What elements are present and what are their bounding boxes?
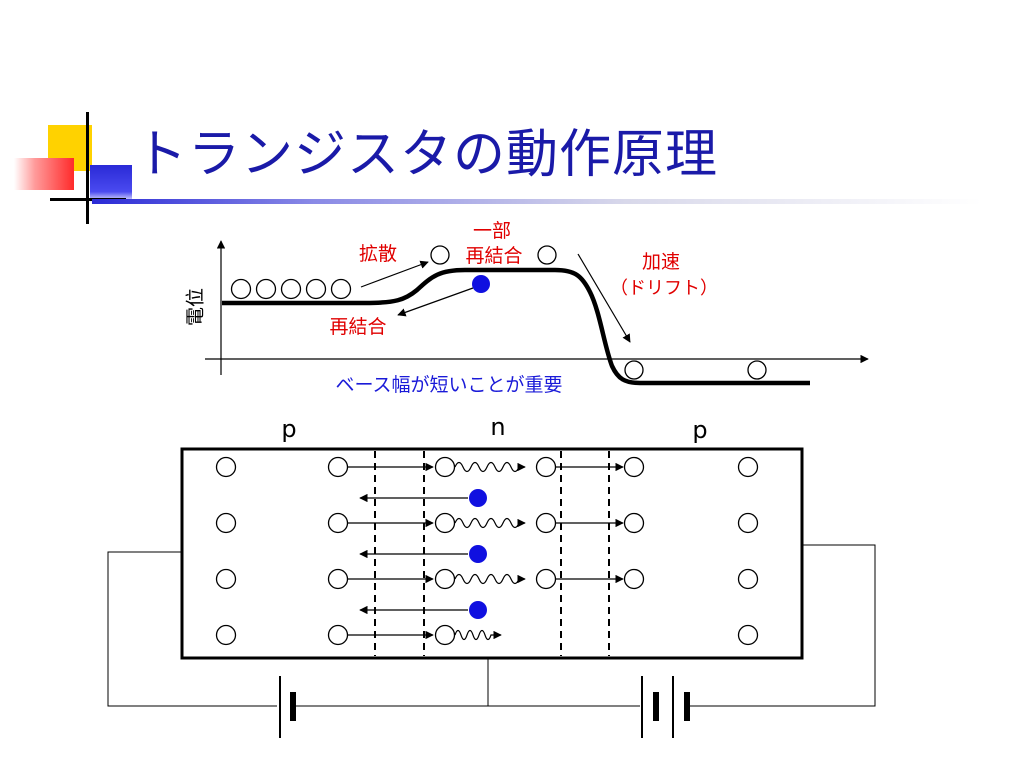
diffusion-arrow xyxy=(360,260,429,288)
label-acceleration-2: （ドリフト） xyxy=(610,278,718,299)
label-recombination: 再結合 xyxy=(329,316,386,338)
electron xyxy=(472,275,490,293)
recombination-arrow xyxy=(397,287,474,317)
hole xyxy=(255,278,277,300)
hole-injection-arrows xyxy=(348,462,434,640)
diffusion-paths xyxy=(454,461,526,641)
electron-arrows xyxy=(359,493,468,615)
region-label-p-right: p xyxy=(692,416,707,444)
drift-arrow xyxy=(577,253,631,343)
decor-blue-square xyxy=(90,165,132,203)
hole xyxy=(330,278,352,300)
electron xyxy=(469,489,487,507)
band-diagram: 電位 拡散 一部 再結合 再結合 加速 （ドリフト） ベース幅が短いことが重要 xyxy=(185,220,869,396)
region-label-p-left: p xyxy=(281,415,296,443)
hole xyxy=(537,245,557,265)
holes-grid xyxy=(215,456,759,646)
collector-arrows xyxy=(556,462,624,584)
label-diffusion: 拡散 xyxy=(359,243,397,265)
decor-red-square xyxy=(14,158,74,190)
potential-curve xyxy=(222,267,810,386)
electron xyxy=(469,601,487,619)
hole xyxy=(230,278,252,300)
label-partial-2: 再結合 xyxy=(465,245,522,267)
hole xyxy=(280,278,302,300)
circuit-wires xyxy=(107,544,876,707)
hole xyxy=(305,278,327,300)
label-acceleration-1: 加速 xyxy=(642,251,680,273)
battery-base-collector xyxy=(641,676,690,738)
y-axis-label: 電位 xyxy=(185,288,207,326)
hole xyxy=(747,360,767,380)
decor-horizontal-line xyxy=(50,198,126,201)
title-underline xyxy=(92,199,982,204)
region-label-n: n xyxy=(490,413,505,441)
device-diagram: p n p xyxy=(107,413,876,738)
note-base-width: ベース幅が短いことが重要 xyxy=(335,374,562,396)
battery-emitter-base xyxy=(279,676,296,738)
electron xyxy=(469,545,487,563)
decor-vertical-line xyxy=(86,112,89,224)
hole xyxy=(624,360,644,380)
hole xyxy=(430,245,450,265)
slide-title: トランジスタの動作原理 xyxy=(135,125,719,185)
label-partial-1: 一部 xyxy=(473,220,511,242)
semiconductor-body xyxy=(180,447,804,660)
